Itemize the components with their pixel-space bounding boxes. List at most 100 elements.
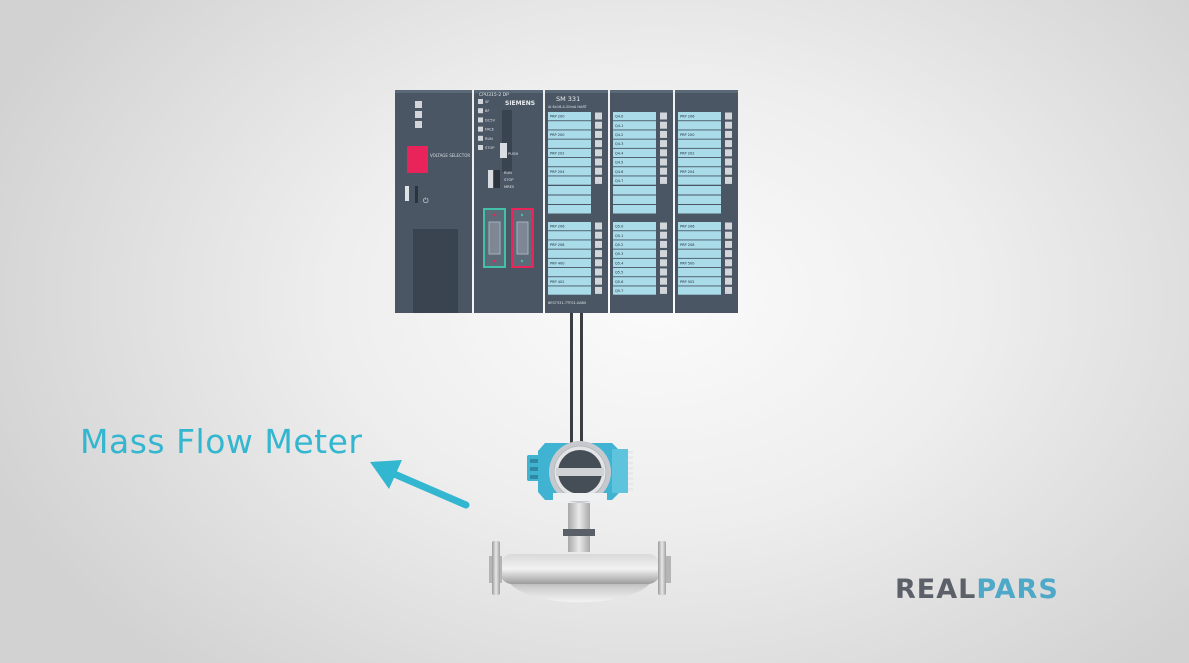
- do-channel-label: Q4.4: [615, 151, 624, 155]
- cpu-led-label: FRCE: [485, 128, 495, 132]
- channel-led: [595, 250, 602, 258]
- channel-led: [725, 277, 732, 285]
- channel-led: [595, 158, 602, 166]
- channel-led: [660, 259, 667, 267]
- cpu-mode-label: STOP: [504, 178, 514, 182]
- channel-led: [595, 259, 602, 267]
- channel-cell: [678, 195, 721, 204]
- cpu-led-label: STOP: [485, 146, 495, 150]
- channel-cell: [678, 148, 721, 158]
- cpu-memory-card[interactable]: [500, 143, 507, 158]
- do-channel-label: Q4.0: [615, 115, 623, 119]
- channel-cell: [613, 240, 656, 249]
- channel-led: [660, 130, 667, 138]
- channel-cell: [678, 249, 721, 258]
- psu-led: [415, 111, 422, 118]
- channel-led: [725, 176, 732, 184]
- do-channel-label: Q5.5: [615, 271, 623, 275]
- channel-led: [725, 158, 732, 166]
- channel-cell: [548, 158, 591, 167]
- channel-led: [660, 140, 667, 148]
- fin: [628, 477, 633, 481]
- ai-channel-label: PRP 208: [550, 243, 564, 247]
- fin: [628, 456, 633, 459]
- psu-led: [415, 121, 422, 128]
- cpu-push-label: PUSH: [508, 151, 518, 156]
- channel-cell: [678, 205, 721, 214]
- channel-led: [595, 286, 602, 294]
- channel-cell: [613, 195, 656, 204]
- callout-arrow: [370, 460, 470, 509]
- channel-cell: [548, 249, 591, 258]
- channel-cell: [548, 222, 591, 231]
- channel-cell: [678, 268, 721, 277]
- channel-led: [595, 268, 602, 276]
- ai-channel-label: PRP 400: [550, 261, 564, 265]
- channel-led: [725, 286, 732, 294]
- channel-led: [660, 222, 667, 230]
- channel-cell: [613, 139, 656, 148]
- channel-cell: [613, 112, 656, 121]
- cpu-led: [478, 117, 483, 123]
- channel-led: [725, 130, 732, 138]
- ai-channel-label: PRP 204: [550, 170, 565, 174]
- do-channel-label: Q5.2: [615, 243, 623, 247]
- signal-cable: [570, 313, 583, 449]
- channel-cell: [613, 286, 656, 295]
- channel-cell: [613, 167, 656, 176]
- fin: [628, 482, 633, 486]
- channel-led: [595, 130, 602, 138]
- channel-led: [725, 140, 732, 148]
- channel-cell: [678, 130, 721, 139]
- transmitter-cooling-fins: [628, 451, 633, 491]
- do-channel-label: Q4.1: [615, 124, 623, 128]
- channel-cell: [548, 148, 591, 158]
- psu-switch[interactable]: [405, 186, 409, 201]
- channel-led: [595, 140, 602, 148]
- channel-led: [595, 231, 602, 239]
- channel-cell: [548, 240, 591, 249]
- do-channel-label: Q4.2: [615, 133, 623, 137]
- do-channel-label: Q5.4: [615, 261, 624, 265]
- power-supply-module: VOLTAGE SELECTOR ⏻: [395, 90, 472, 313]
- cpu-led: [478, 108, 483, 114]
- cpu-mode-switch[interactable]: [488, 170, 493, 188]
- module5-channel-label: PRP 502: [680, 280, 694, 284]
- channel-cell: [548, 130, 591, 139]
- transmitter-head: [527, 441, 633, 503]
- do-channel-label: Q5.3: [615, 252, 623, 256]
- channel-cell: [678, 231, 721, 240]
- cpu-module: CPU315-2 DP SIEMENS SFBFDC5VFRCERUNSTOP …: [474, 90, 543, 313]
- do-channel-label: Q4.6: [615, 170, 623, 174]
- inlet-flange: [492, 541, 500, 595]
- channel-cell: [613, 249, 656, 258]
- channel-led: [725, 112, 732, 120]
- module-subtitle: AI 8x16-4-20mA HART: [548, 105, 588, 109]
- channel-cell: [613, 205, 656, 214]
- channel-led: [595, 176, 602, 184]
- fin: [628, 466, 633, 470]
- do-channel-cells: Q4.0Q4.1Q4.2Q4.3Q4.4Q4.5Q4.6Q4.7Q5.0Q5.1…: [613, 112, 667, 295]
- channel-led: [660, 286, 667, 294]
- channel-cell: [548, 139, 591, 148]
- module5-channel-label: PRP 206: [680, 115, 694, 119]
- channel-led: [660, 149, 667, 157]
- module-part-number: 6ES7331-7TF01-0AB0: [548, 301, 586, 305]
- fin: [628, 451, 633, 454]
- module5-channel-label: PRP 200: [680, 133, 694, 137]
- channel-led: [660, 277, 667, 285]
- ai-channel-label: PRP 200: [550, 133, 564, 137]
- channel-led: [725, 149, 732, 157]
- do-channel-label: Q4.7: [615, 179, 623, 183]
- channel-led: [660, 176, 667, 184]
- voltage-selector-switch[interactable]: [407, 146, 428, 173]
- cpu-led-label: SF: [485, 100, 489, 104]
- digital-output-module: Q4.0Q4.1Q4.2Q4.3Q4.4Q4.5Q4.6Q4.7Q5.0Q5.1…: [610, 90, 673, 313]
- channel-cell: [613, 258, 656, 268]
- do-channel-label: Q4.5: [615, 161, 623, 165]
- callout-label: Mass Flow Meter: [80, 422, 363, 461]
